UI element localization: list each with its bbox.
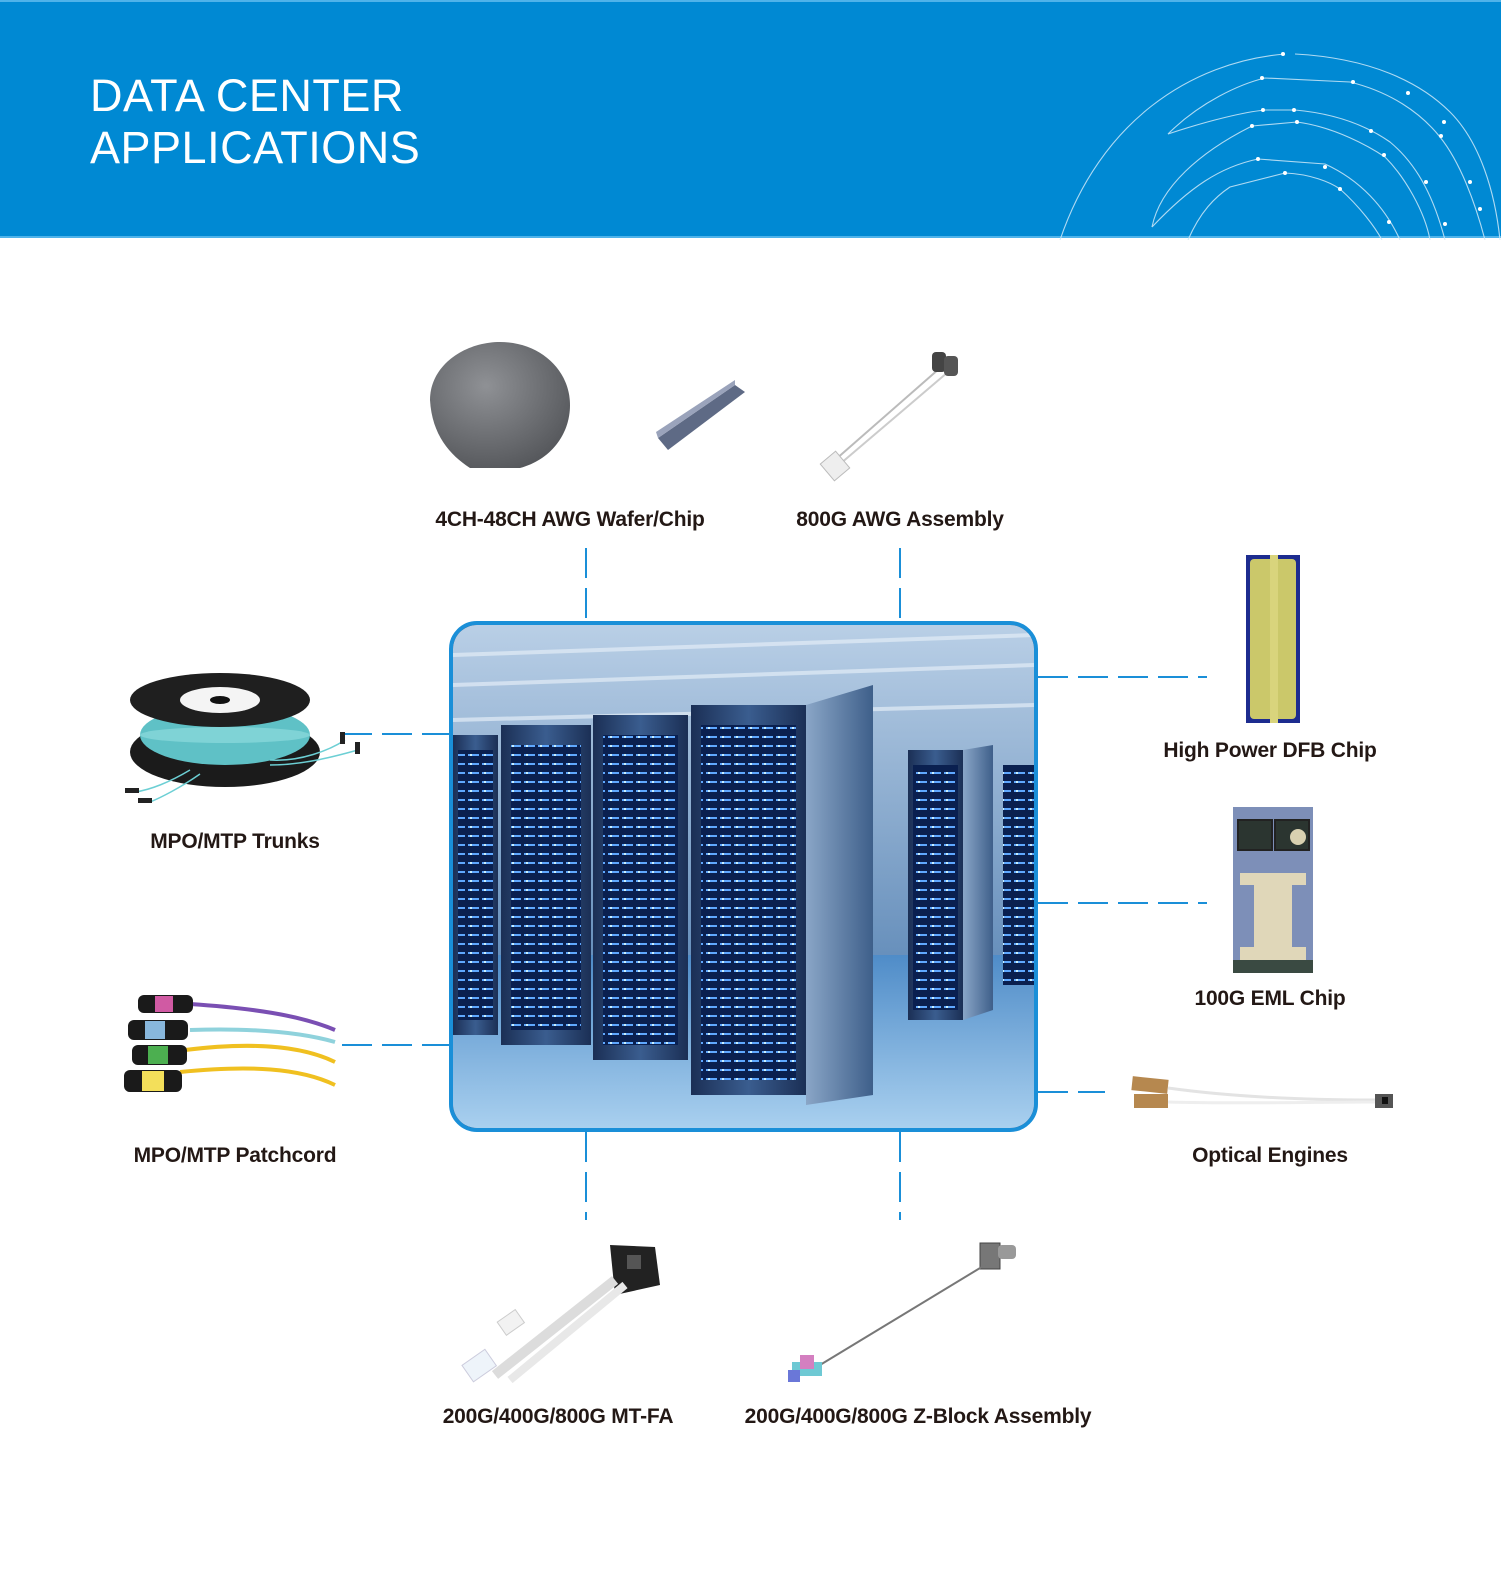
product-awg-assembly[interactable]: 800G AWG Assembly	[780, 340, 1020, 540]
product-z-block[interactable]: 200G/400G/800G Z-Block Assembly	[730, 1235, 1110, 1435]
dfb-chip-icon	[1246, 555, 1300, 723]
product-mpo-patchcord[interactable]: MPO/MTP Patchcord	[100, 990, 360, 1180]
product-mt-fa[interactable]: 200G/400G/800G MT-FA	[420, 1235, 700, 1435]
fiber-spool-icon	[125, 673, 360, 803]
data-center-image	[449, 621, 1038, 1132]
eml-chip-icon	[1233, 807, 1313, 973]
product-eml-chip[interactable]: 100G EML Chip	[1160, 805, 1380, 1025]
page-title: DATA CENTER APPLICATIONS	[90, 70, 420, 174]
product-dfb-chip[interactable]: High Power DFB Chip	[1160, 553, 1380, 773]
z-block-icon	[788, 1242, 1016, 1382]
product-label: 800G AWG Assembly	[796, 508, 1004, 531]
optical-engine-icon	[1131, 1076, 1393, 1108]
product-label: Optical Engines	[1192, 1144, 1348, 1167]
product-label: 200G/400G/800G Z-Block Assembly	[744, 1405, 1092, 1428]
arc-decoration-icon	[1059, 52, 1501, 240]
header-banner: DATA CENTER APPLICATIONS	[0, 0, 1501, 240]
server-racks-icon	[453, 625, 1034, 1128]
title-line-2: APPLICATIONS	[90, 122, 421, 173]
product-label: 4CH-48CH AWG Wafer/Chip	[435, 508, 705, 531]
fiber-assembly-icon	[819, 352, 958, 482]
wafer-and-chip-icon	[430, 342, 745, 468]
colored-patchcords-icon	[124, 995, 336, 1092]
product-label: MPO/MTP Patchcord	[133, 1144, 337, 1167]
mt-fa-icon	[461, 1245, 660, 1384]
product-mpo-trunks[interactable]: MPO/MTP Trunks	[100, 670, 370, 860]
product-optical-engines[interactable]: Optical Engines	[1120, 1070, 1420, 1180]
product-label: 200G/400G/800G MT-FA	[442, 1405, 674, 1428]
title-line-1: DATA CENTER	[90, 70, 404, 121]
product-label: High Power DFB Chip	[1163, 739, 1377, 762]
product-label: 100G EML Chip	[1194, 987, 1346, 1010]
product-awg-wafer-chip[interactable]: 4CH-48CH AWG Wafer/Chip	[410, 340, 760, 540]
product-label: MPO/MTP Trunks	[150, 830, 320, 853]
